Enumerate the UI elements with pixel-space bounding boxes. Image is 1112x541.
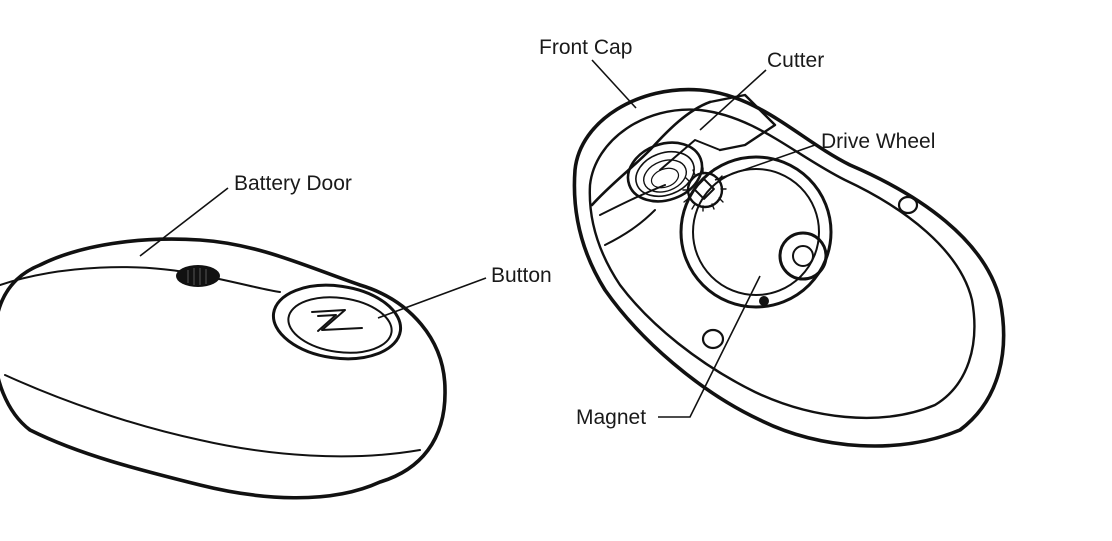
upper-rim-line — [0, 266, 281, 293]
drive-wheel-leader — [714, 144, 816, 181]
cutter-slot — [659, 139, 721, 171]
cutter-label: Cutter — [767, 49, 824, 72]
button-outer-ring — [271, 283, 403, 361]
drive-wheel-label: Drive Wheel — [821, 130, 935, 153]
cutter-blade — [626, 141, 704, 203]
battery-door-latch — [176, 265, 220, 287]
battery-door-label: Battery Door — [234, 172, 352, 195]
magnet-label: Magnet — [576, 406, 646, 429]
screw-hole-lower — [701, 328, 725, 350]
button-inner-ring — [287, 296, 393, 354]
body-outline — [0, 237, 447, 500]
button-logo-mark-inner — [317, 314, 337, 332]
front-cap-leader — [591, 59, 637, 109]
magnet-post — [778, 231, 828, 281]
front-cap-label: Front Cap — [539, 36, 632, 59]
battery-door-latch-ridges — [187, 268, 207, 285]
button-label: Button — [491, 264, 552, 287]
front-cap-divider — [590, 100, 712, 207]
magnet-well — [679, 155, 833, 309]
battery-door-leader — [139, 187, 229, 257]
cutter-leader — [699, 69, 767, 131]
magnet-dot — [759, 296, 769, 306]
button-leader — [377, 277, 487, 319]
button-logo-mark — [311, 309, 363, 331]
magnet-leader — [658, 275, 761, 418]
cutter-housing — [708, 93, 777, 152]
lower-band-line — [4, 374, 421, 458]
can-opener-top-view: Battery Door Button — [0, 172, 552, 500]
can-opener-bottom-view: Front Cap Cutter Drive Wheel Magnet — [539, 36, 1006, 448]
front-cap-inner-step — [604, 209, 656, 246]
screw-hole-upper — [897, 195, 919, 215]
shell-outline — [572, 87, 1006, 448]
